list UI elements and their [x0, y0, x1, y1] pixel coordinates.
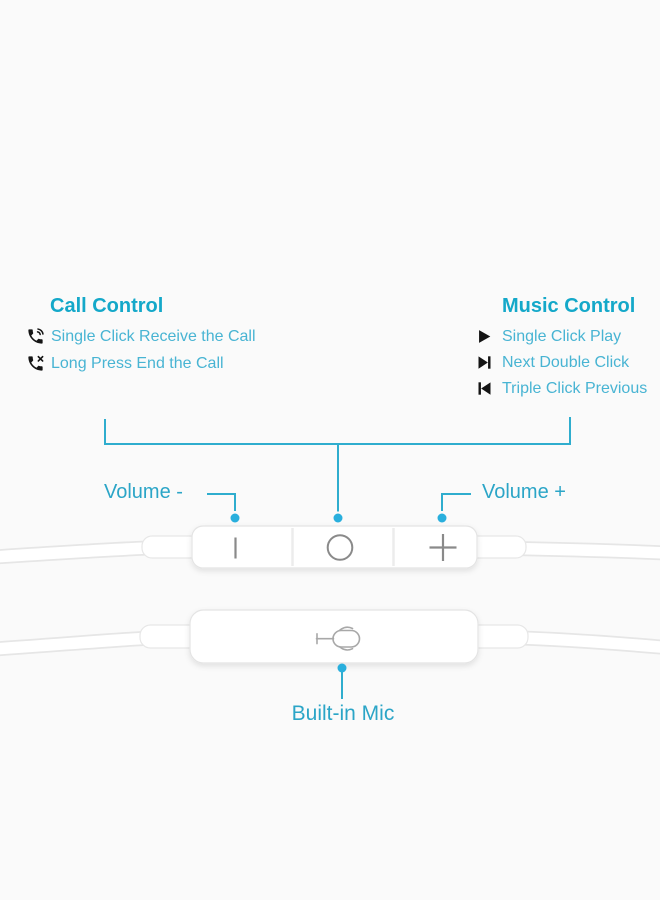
center-button-glyph	[326, 534, 354, 561]
music-control-title: Music Control	[502, 295, 636, 317]
callout-bracket	[104, 417, 571, 512]
call-control-item-label: Long Press End the Call	[51, 354, 224, 372]
music-control-item-label: Single Click Play	[502, 327, 622, 345]
microphone-icon	[315, 626, 361, 651]
next-track-icon	[478, 356, 491, 369]
music-control-item: Triple Click Previous	[477, 379, 647, 398]
callout-dot	[230, 513, 240, 523]
play-icon	[479, 330, 491, 343]
volume-down-label: Volume -	[104, 481, 183, 503]
callout-dot	[337, 663, 347, 673]
built-in-mic-label: Built-in Mic	[291, 702, 395, 725]
music-control-item-label: Next Double Click	[502, 353, 630, 371]
call-control-title: Call Control	[50, 295, 164, 317]
mic-cable-left	[0, 624, 203, 657]
remote-cable-right	[467, 535, 660, 561]
call-control-section: Single Click Receive the Call Long Press…	[26, 327, 256, 381]
inline-remote	[191, 525, 478, 569]
call-control-item: Single Click Receive the Call	[26, 327, 256, 346]
volume-up-button	[429, 534, 457, 561]
music-control-item-label: Triple Click Previous	[502, 379, 648, 397]
music-control-section: Single Click Play Next Double Click Trip…	[477, 327, 647, 405]
center-button	[326, 534, 354, 561]
volume-up-glyph	[429, 534, 457, 561]
callout-dot	[333, 513, 343, 523]
phone-receive-icon	[28, 328, 44, 344]
call-control-item: Long Press End the Call	[26, 354, 256, 373]
volume-down-connector	[207, 493, 236, 511]
music-control-item: Single Click Play	[477, 327, 647, 346]
mic-pod	[189, 609, 479, 664]
call-control-item-label: Single Click Receive the Call	[51, 327, 256, 345]
remote-cable-left	[0, 535, 201, 565]
volume-up-label: Volume +	[482, 481, 566, 503]
mic-cable-right	[465, 624, 660, 655]
volume-up-connector	[441, 493, 471, 511]
phone-end-icon	[28, 355, 44, 371]
music-control-item: Next Double Click	[477, 353, 647, 372]
callout-dot	[437, 513, 447, 523]
previous-track-icon	[478, 382, 491, 395]
